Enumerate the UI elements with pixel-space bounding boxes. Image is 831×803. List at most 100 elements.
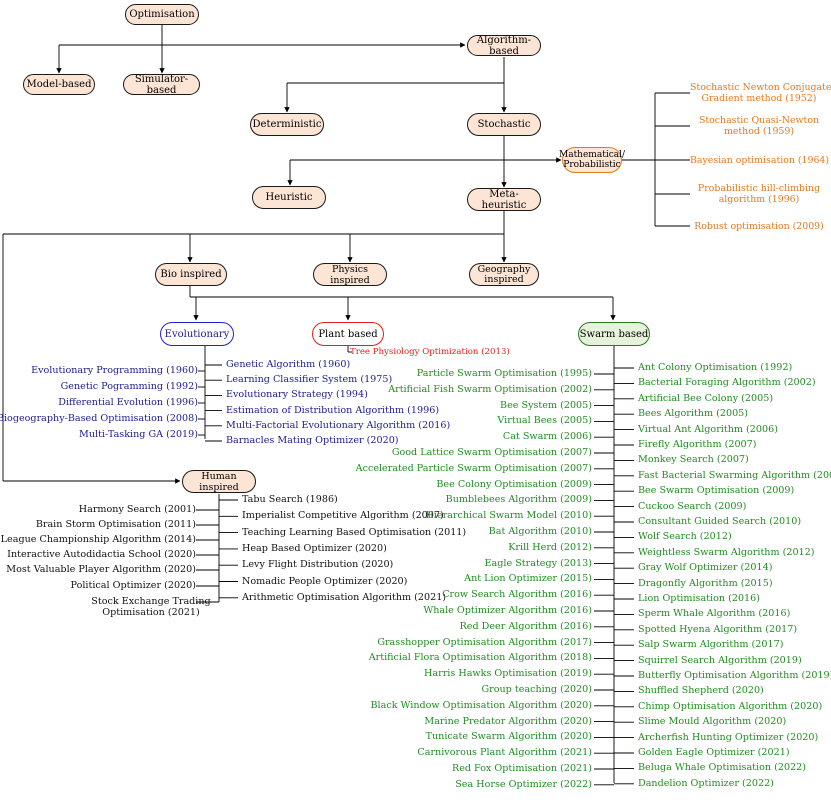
swarm-method: Fast Bacterial Swarming Algorithm (2008) (638, 469, 831, 481)
human-method: Levy Flight Distribution (2020) (242, 559, 394, 571)
swarm-method: Archerfish Hunting Optimizer (2020) (638, 731, 819, 743)
evolutionary-method: Genetic Algorithm (1960) (226, 359, 351, 370)
simulator-based-label: Simulator-based (134, 73, 189, 96)
physics-inspired-label: Physics inspired (330, 263, 370, 286)
human-method: Imperialist Competitive Algorithm (2007) (242, 510, 444, 522)
swarm-method: Consultant Guided Search (2010) (638, 516, 802, 527)
swarm-method: Dragonfly Algorithm (2015) (638, 577, 773, 589)
bio-inspired-node: Bio inspired (155, 263, 227, 286)
swarm-method: Firefly Algorithm (2007) (638, 439, 757, 450)
swarm-method: Harris Hawks Optimisation (2019) (424, 668, 592, 680)
evolutionary-node: Evolutionary (160, 322, 234, 346)
swarm-method: Cuckoo Search (2009) (638, 500, 747, 512)
swarm-method: Krill Herd (2012) (508, 541, 592, 553)
evolutionary-method: Biogeography-Based Optimisation (2008) (0, 413, 198, 424)
human-method: League Championship Algorithm (2014) (0, 534, 196, 545)
swarm-method: Sea Horse Optimizer (2022) (455, 778, 592, 790)
swarm-method: Golden Eagle Optimizer (2021) (638, 747, 790, 758)
mathematical-label: Mathematical/ (558, 150, 626, 160)
stochastic-node: Stochastic (467, 113, 541, 136)
human-method: Interactive Autodidactia School (2020) (7, 549, 196, 560)
meta-heuristic-label: Meta-heuristic (481, 188, 527, 211)
swarm-method: Bee System (2005) (500, 399, 592, 411)
optimisation-node: Optimisation (125, 4, 199, 25)
swarm-method: Bacterial Foraging Algorithm (2002) (638, 377, 816, 389)
human-inspired-node: Human inspired (182, 470, 256, 493)
swarm-method: Virtual Ant Algorithm (2006) (638, 423, 778, 435)
swarm-method: Bee Swarm Optimisation (2009) (638, 485, 795, 497)
human-inspired-label: Human inspired (199, 470, 239, 493)
geography-inspired-label: inspired (484, 273, 524, 285)
plant-based-label: Plant based (318, 328, 378, 340)
swarm-method: Tunicate Swarm Algorithm (2020) (425, 731, 592, 743)
evolutionary-method: Differential Evolution (1996) (58, 397, 198, 408)
geography-inspired-node: Geography inspired (469, 263, 539, 286)
swarm-method: Bees Algorithm (2005) (638, 408, 749, 420)
swarm-method: Red Deer Algorithm (2016) (459, 620, 592, 632)
optimisation-label: Optimisation (129, 9, 195, 20)
swarm-method: Eagle Strategy (2013) (484, 557, 592, 569)
swarm-method: Ant Lion Optimizer (2015) (464, 573, 592, 585)
swarm-method: Artificial Flora Optimisation Algorithm … (368, 652, 592, 664)
evolutionary-method: Estimation of Distribution Algorithm (19… (226, 404, 440, 416)
swarm-method: Monkey Search (2007) (638, 454, 749, 466)
human-method: Harmony Search (2001) (78, 504, 196, 515)
human-method: Arithmetic Optimisation Algorithm (2021) (242, 591, 447, 603)
swarm-method: Whale Optimizer Algorithm (2016) (423, 605, 592, 616)
evolutionary-method: Evolutionary Programming (1960) (31, 365, 198, 376)
plant-based-node: Plant based (312, 322, 384, 346)
evolutionary-label: Evolutionary (164, 328, 230, 340)
swarm-method: Hierarchical Swarm Model (2010) (425, 510, 592, 522)
swarm-method: Cat Swarm (2006) (502, 431, 592, 443)
swarm-method: Dandelion Optimizer (2022) (638, 777, 774, 789)
swarm-method: Wolf Search (2012) (638, 531, 732, 543)
swarm-method: Sperm Whale Algorithm (2016) (638, 608, 791, 620)
evolutionary-method: Learning Classifier System (1975) (226, 374, 393, 386)
swarm-method: Bee Colony Optimisation (2009) (436, 478, 592, 490)
human-method: Teaching Learning Based Optimisation (20… (242, 526, 467, 538)
probabilistic-method: Bayesian optimisation (1964) (690, 154, 830, 166)
bio-inspired-label: Bio inspired (160, 269, 222, 280)
stochastic-label: Stochastic (477, 119, 531, 130)
swarm-method: Lion Optimisation (2016) (638, 593, 761, 604)
model-based-label: Model-based (26, 79, 92, 90)
swarm-based-node: Swarm based (578, 322, 650, 346)
swarm-method: Good Lattice Swarm Optimisation (2007) (391, 447, 592, 458)
mathematical-probabilistic-node: Mathematical/ Probabilistic (558, 147, 626, 173)
physics-inspired-node: Physics inspired (313, 263, 387, 286)
swarm-method: Weightless Swarm Algorithm (2012) (638, 546, 815, 558)
swarm-method: Butterfly Optimisation Algorithm (2019) (638, 670, 831, 681)
swarm-method: Beluga Whale Optimisation (2022) (638, 762, 807, 774)
human-method: Brain Storm Optimisation (2011) (35, 519, 196, 530)
algorithm-based-node: Algorithm-based (467, 34, 541, 57)
human-method: Tabu Search (1986) (242, 494, 338, 505)
simulator-based-node: Simulator-based (123, 73, 200, 96)
human-method: Nomadic People Optimizer (2020) (242, 575, 408, 587)
heuristic-label: Heuristic (265, 192, 313, 203)
probabilistic-method: Stochastic Newton Conjugate-Gradient met… (690, 82, 831, 104)
probabilistic-method: Robust optimisation (2009) (694, 220, 824, 232)
algorithm-based-label: Algorithm-based (476, 34, 532, 57)
swarm-method: Artificial Fish Swarm Optimisation (2002… (388, 383, 592, 395)
swarm-based-label: Swarm based (579, 328, 649, 340)
evolutionary-method: Barnacles Mating Optimizer (2020) (226, 435, 399, 446)
swarm-method: Virtual Bees (2005) (497, 415, 592, 427)
swarm-method: Salp Swarm Algorithm (2017) (638, 639, 784, 651)
evolutionary-method: Multi-Tasking GA (2019) (79, 429, 198, 440)
human-method: Political Optimizer (2020) (70, 580, 196, 591)
evolutionary-method: Evolutionary Strategy (1994) (226, 389, 368, 401)
human-method: Heap Based Optimizer (2020) (242, 542, 387, 554)
deterministic-label: Deterministic (252, 119, 322, 130)
plant-method: Tree Physiology Optimization (2013) (350, 347, 510, 357)
evolutionary-method: Multi-Factorial Evolutionary Algorithm (… (226, 419, 451, 431)
meta-heuristic-node: Meta-heuristic (467, 188, 541, 211)
swarm-method: Particle Swarm Optimisation (1995) (416, 368, 592, 379)
swarm-method: Black Window Optimisation Algorithm (202… (370, 699, 592, 711)
swarm-method: Shuffled Shepherd (2020) (638, 685, 764, 697)
model-based-node: Model-based (23, 74, 95, 95)
